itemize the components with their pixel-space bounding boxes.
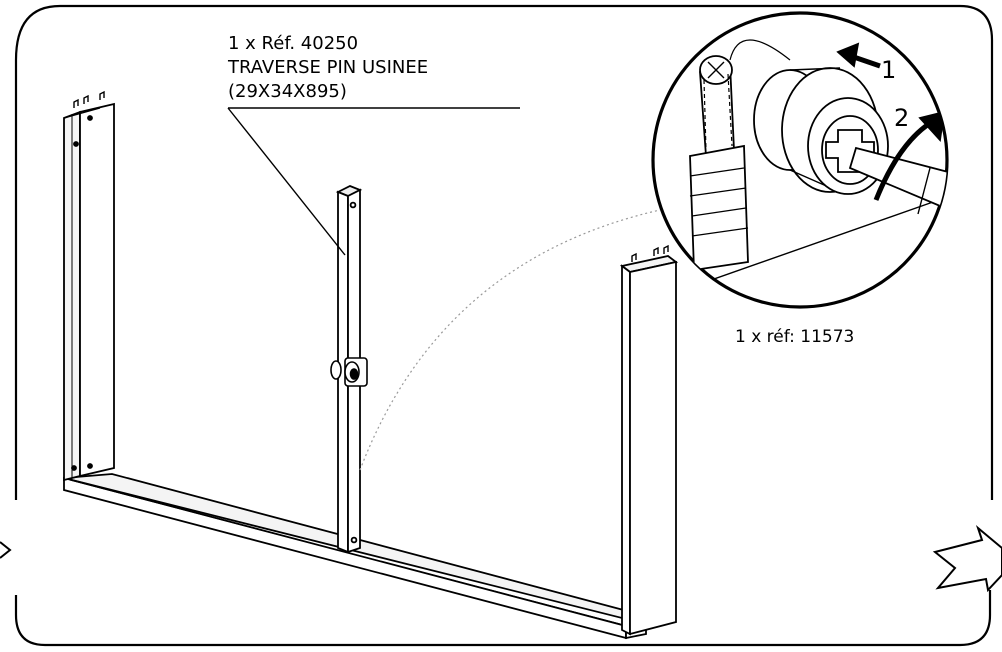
part-ref-line: 1 x Réf. 40250 <box>228 33 359 54</box>
cam-lock-icon <box>330 357 368 387</box>
traverse-rail <box>335 185 363 554</box>
detail-circle <box>651 11 949 309</box>
left-side-panel <box>63 90 115 482</box>
prev-arrow-icon <box>0 541 12 559</box>
part-dimensions-line: (29X34X895) <box>228 81 347 102</box>
hardware-ref-label: 1 x réf: 11573 <box>735 327 855 347</box>
part-name-line: TRAVERSE PIN USINEE <box>228 57 429 78</box>
right-side-panel <box>619 244 679 636</box>
next-arrow-icon <box>932 524 1002 593</box>
page-frame <box>14 4 994 647</box>
swing-arc <box>359 209 661 471</box>
step-1-label: 1 <box>881 56 897 84</box>
step-2-label: 2 <box>894 104 910 132</box>
part-leader <box>227 107 520 256</box>
